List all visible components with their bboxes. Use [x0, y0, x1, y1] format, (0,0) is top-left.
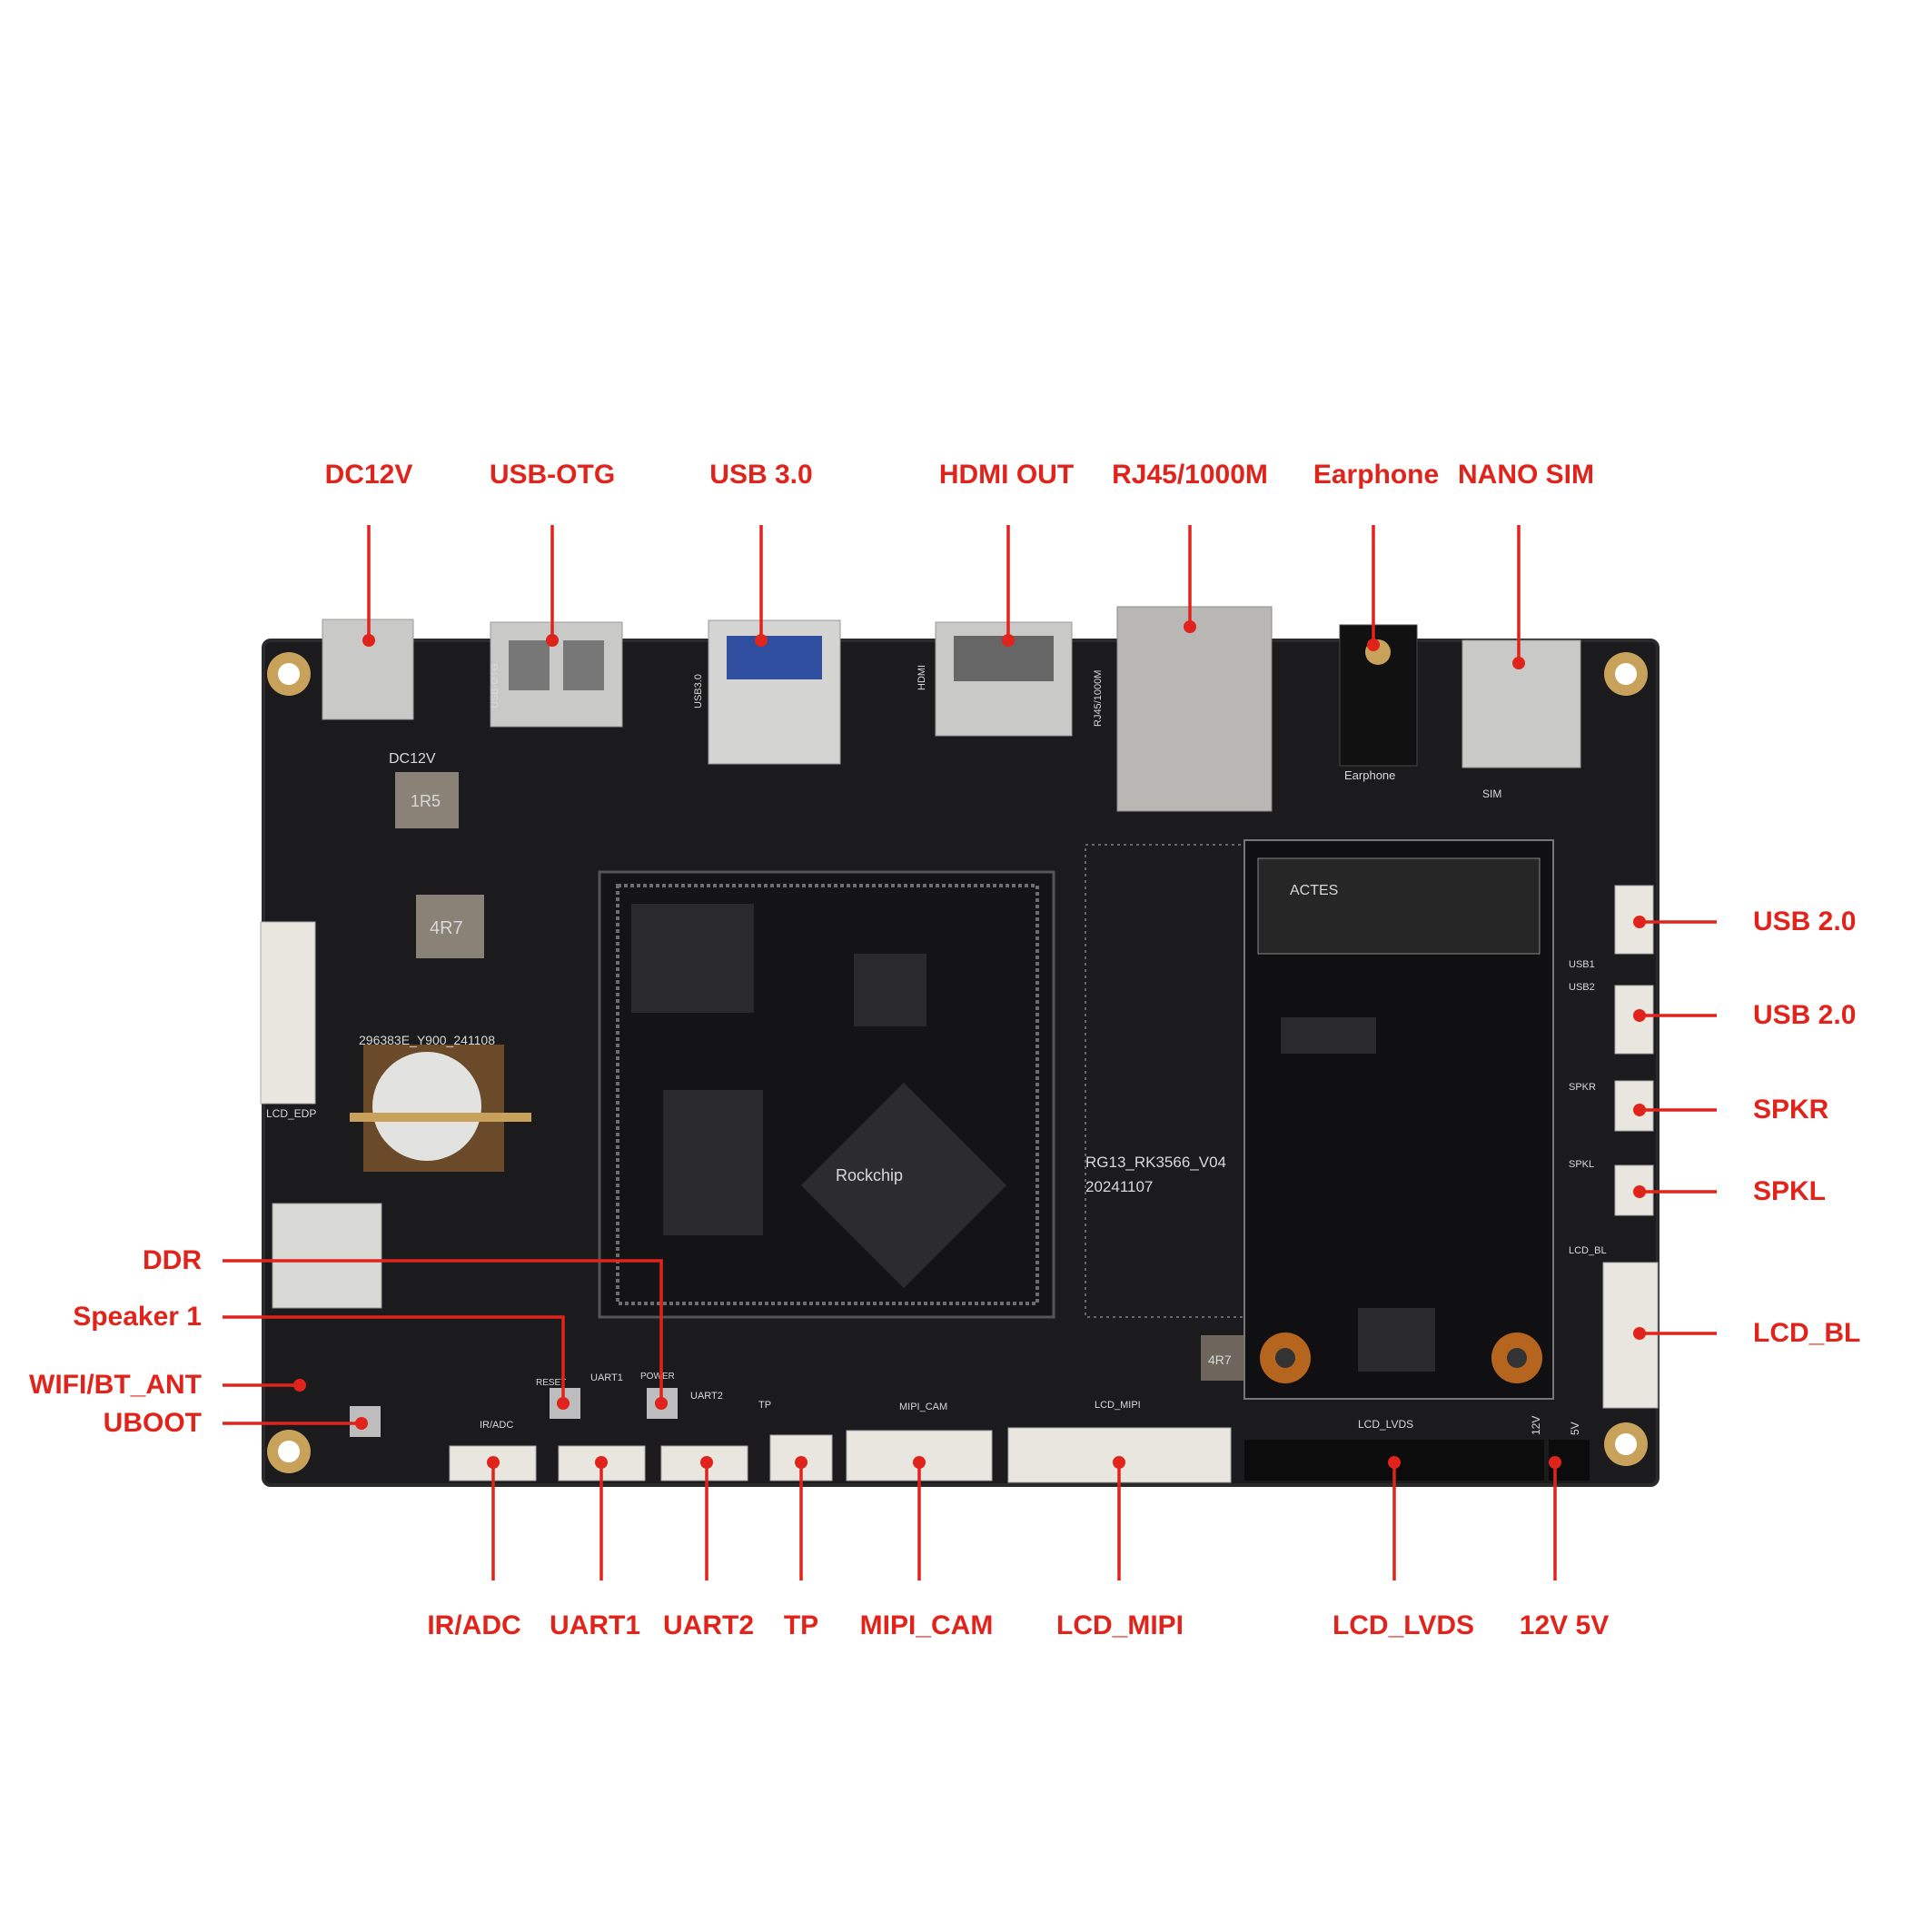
silk-lcd-bl: LCD_BL	[1569, 1245, 1607, 1256]
leader-dots	[293, 620, 1646, 1469]
spkr-connector	[1614, 1080, 1654, 1132]
label-speaker1: Speaker 1	[73, 1302, 202, 1332]
label-nano-sim: NANO SIM	[1458, 460, 1594, 490]
silk-usbotg: USB-OTG	[490, 663, 500, 708]
pmic-chip	[854, 954, 926, 1026]
inductor-4r7-left	[416, 895, 484, 958]
inductor-4r7-right	[1201, 1335, 1248, 1381]
label-earphone: Earphone	[1313, 460, 1440, 490]
silk-inductor3: 4R7	[1208, 1352, 1232, 1367]
silk-usb30: USB3.0	[693, 674, 704, 708]
label-12v-5v: 12V 5V	[1519, 1610, 1610, 1640]
silk-tp: TP	[758, 1400, 771, 1411]
silk-inductor1: 1R5	[411, 792, 441, 810]
silk-serial: 296383E_Y900_241108	[359, 1033, 495, 1047]
label-iradc: IR/ADC	[427, 1610, 521, 1640]
silk-model: RG13_RK3566_V04	[1085, 1154, 1226, 1171]
usb2-port-2-connector	[1614, 985, 1654, 1055]
emmc-chip	[663, 1090, 763, 1235]
label-rj45: RJ45/1000M	[1112, 460, 1268, 490]
label-lcd-mipi: LCD_MIPI	[1055, 1610, 1184, 1640]
silk-12v: 12V	[1530, 1416, 1542, 1435]
lcd-bl-connector	[1602, 1262, 1659, 1409]
silk-uart1: UART1	[590, 1372, 623, 1383]
label-usb-otg: USB-OTG	[489, 460, 616, 490]
label-uart1: UART1	[549, 1610, 641, 1640]
silk-usb1: USB1	[1569, 959, 1595, 970]
label-usb2-2: USB 2.0	[1753, 1000, 1857, 1030]
label-dc12v: DC12V	[324, 460, 413, 490]
label-usb2-1: USB 2.0	[1753, 907, 1857, 936]
wifi-bt-module	[272, 1203, 382, 1309]
label-tp: TP	[783, 1610, 819, 1640]
silk-inductor2: 4R7	[430, 918, 463, 938]
silk-hdmi: HDMI	[916, 665, 927, 690]
label-lcd-lvds: LCD_LVDS	[1332, 1610, 1475, 1640]
lcd-edp-connector	[260, 921, 316, 1105]
silk-earphone: Earphone	[1344, 768, 1395, 782]
silk-usb2: USB2	[1569, 982, 1595, 993]
silk-power: POWER	[640, 1372, 675, 1382]
silk-reset: RESET	[536, 1378, 566, 1388]
silk-soc: Rockchip	[836, 1166, 903, 1184]
ddr-chip-1	[631, 904, 754, 1013]
label-hdmi-out: HDMI OUT	[938, 460, 1075, 490]
mounting-holes	[267, 652, 1648, 1473]
silk-mipi-cam: MIPI_CAM	[899, 1402, 947, 1412]
label-mipi-cam: MIPI_CAM	[859, 1610, 994, 1640]
label-lcd-bl: LCD_BL	[1753, 1318, 1861, 1348]
inductor-1r5	[395, 772, 459, 828]
silk-date: 20241107	[1085, 1178, 1153, 1195]
m2-slot	[1257, 857, 1541, 955]
silk-sim: SIM	[1482, 788, 1501, 800]
silk-iradc: IR/ADC	[480, 1420, 513, 1431]
label-spkr: SPKR	[1753, 1095, 1829, 1125]
label-uart2: UART2	[662, 1610, 755, 1640]
silk-spkl: SPKL	[1569, 1159, 1594, 1170]
rtc-battery	[350, 1045, 531, 1172]
silk-m2: ACTES	[1290, 883, 1338, 898]
silk-lcd-lvds: LCD_LVDS	[1358, 1418, 1413, 1431]
silk-5v: 5V	[1569, 1422, 1581, 1435]
label-wifi-bt-ant: WIFI/BT_ANT	[29, 1370, 202, 1400]
label-spkl: SPKL	[1753, 1176, 1827, 1206]
label-uboot: UBOOT	[103, 1408, 202, 1438]
silk-uart2: UART2	[690, 1391, 723, 1402]
rj45-port	[1116, 606, 1273, 812]
label-ddr: DDR	[143, 1245, 202, 1275]
silk-dc12v: DC12V	[389, 751, 436, 767]
silk-lcd-edp: LCD_EDP	[266, 1107, 316, 1120]
silk-spkr: SPKR	[1569, 1082, 1596, 1093]
silk-lcd-mipi: LCD_MIPI	[1095, 1400, 1141, 1411]
leader-lines	[223, 525, 1717, 1580]
silk-rj45: RJ45/1000M	[1093, 670, 1104, 727]
label-usb3: USB 3.0	[709, 460, 813, 490]
